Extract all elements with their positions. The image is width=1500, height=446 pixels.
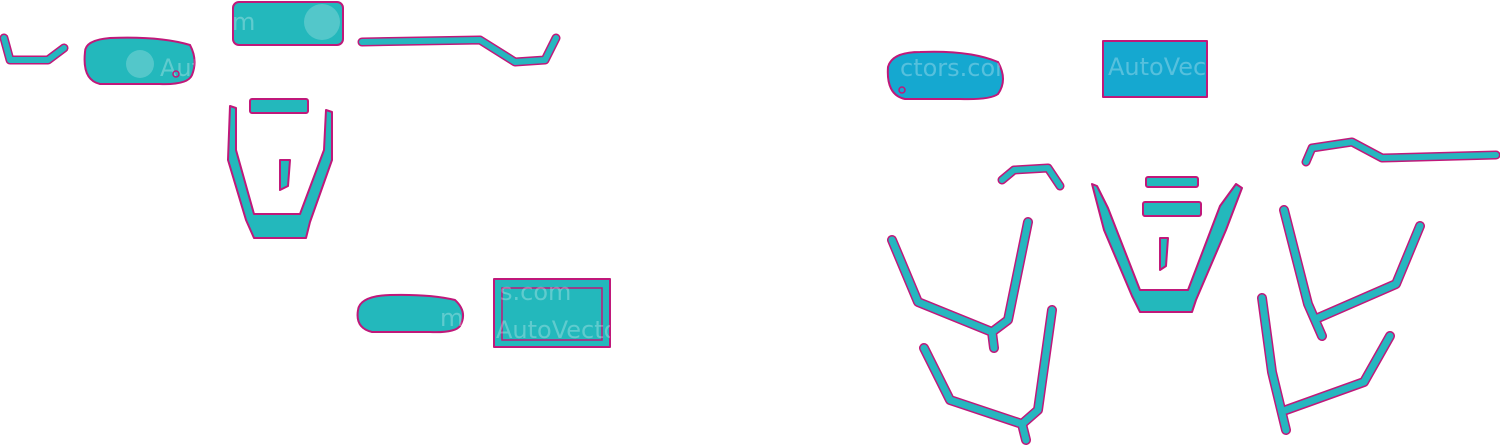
watermark-text: AutoVectors.com <box>496 316 700 344</box>
car-badge-icon <box>304 4 340 40</box>
door-trim-right-upper <box>1280 206 1424 340</box>
gauge-cluster-cover-blue: ctors.com <box>886 50 1019 101</box>
left-part-group: AutoVectors.com m m <box>0 1 700 348</box>
watermark-text: s.com <box>500 278 571 306</box>
center-console-frame <box>227 98 333 239</box>
center-screen-cover-blue: AutoVec <box>1102 40 1208 98</box>
door-trim-left-lower <box>920 306 1056 444</box>
watermark-text: ctors.com <box>900 54 1019 82</box>
car-badge-icon <box>126 50 154 78</box>
dash-trim-strip-right <box>1303 139 1499 165</box>
center-screen-cover-alt: s.com AutoVectors.com <box>493 278 700 348</box>
gauge-cluster-cover-alt: m <box>356 293 465 334</box>
right-part-group: ctors.com AutoVec <box>886 40 1500 445</box>
trim-strip-left-small <box>1 35 67 63</box>
watermark-text: AutoVec <box>1108 53 1206 81</box>
door-trim-left-upper <box>888 218 1032 352</box>
gauge-dot <box>898 86 906 94</box>
dash-trim-strip-long <box>359 35 559 65</box>
gauge-cluster-cover: AutoVectors.com <box>83 36 196 86</box>
watermark-text: m <box>232 8 255 36</box>
center-screen-cover: m <box>232 1 344 46</box>
trim-strip-hook <box>999 165 1063 189</box>
gauge-dot <box>172 70 180 78</box>
center-console-frame-right <box>1091 176 1243 313</box>
door-trim-right-lower <box>1258 294 1394 434</box>
watermark-text: m <box>440 304 463 332</box>
